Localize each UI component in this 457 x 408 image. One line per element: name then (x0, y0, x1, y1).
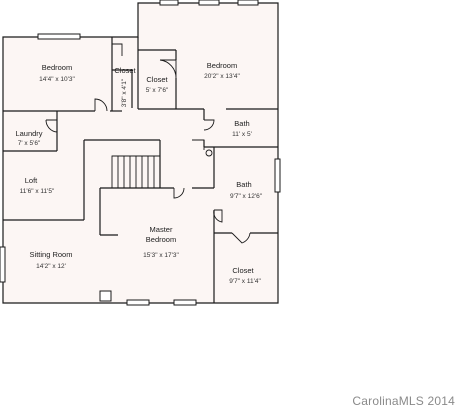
room-bedroom-1-dims: 20'2" x 13'4" (204, 73, 240, 80)
room-bedroom-1-name: Bedroom (207, 61, 237, 70)
walls (2, 2, 279, 304)
room-labels: Bedroom 14'4" x 10'3" Closet 3'8" x 4'1"… (15, 61, 262, 285)
room-master-bedroom-name-line: Master (150, 225, 173, 234)
room-bedroom-2-name: Bedroom (42, 63, 72, 72)
room-laundry-name: Laundry (15, 129, 42, 138)
room-laundry-dims: 7' x 5'6" (18, 140, 41, 147)
room-loft-name: Loft (25, 176, 38, 185)
room-bath-2-name: Bath (236, 180, 251, 189)
room-closet-1-name: Closet (114, 66, 136, 75)
room-master-bedroom-name-line: Bedroom (146, 235, 176, 244)
room-bedroom-2-dims: 14'4" x 10'3" (39, 76, 75, 83)
room-loft-dims: 11'6" x 11'5" (20, 188, 55, 195)
room-bath-1-dims: 11' x 5' (232, 131, 252, 138)
room-master-bedroom-dims: 15'3" x 17'3" (143, 252, 179, 259)
doors (45, 43, 251, 244)
room-bath-2-dims: 9'7" x 12'6" (230, 193, 263, 200)
room-closet-3-dims: 9'7" x 11'4" (229, 278, 261, 285)
staircase (111, 155, 161, 189)
watermark: CarolinaMLS 2014 (352, 394, 455, 408)
windows (0, 0, 281, 306)
room-closet-2-name: Closet (146, 75, 168, 84)
floor-area (3, 3, 278, 303)
room-closet-3-name: Closet (232, 266, 254, 275)
room-closet-2-dims: 5' x 7'6" (146, 87, 169, 94)
room-sitting-room-name: Sitting Room (30, 250, 73, 259)
room-bath-1-name: Bath (234, 119, 249, 128)
room-closet-1-dims: 3'8" x 4'1" (121, 78, 128, 107)
room-sitting-room-dims: 14'2" x 12' (36, 263, 66, 270)
